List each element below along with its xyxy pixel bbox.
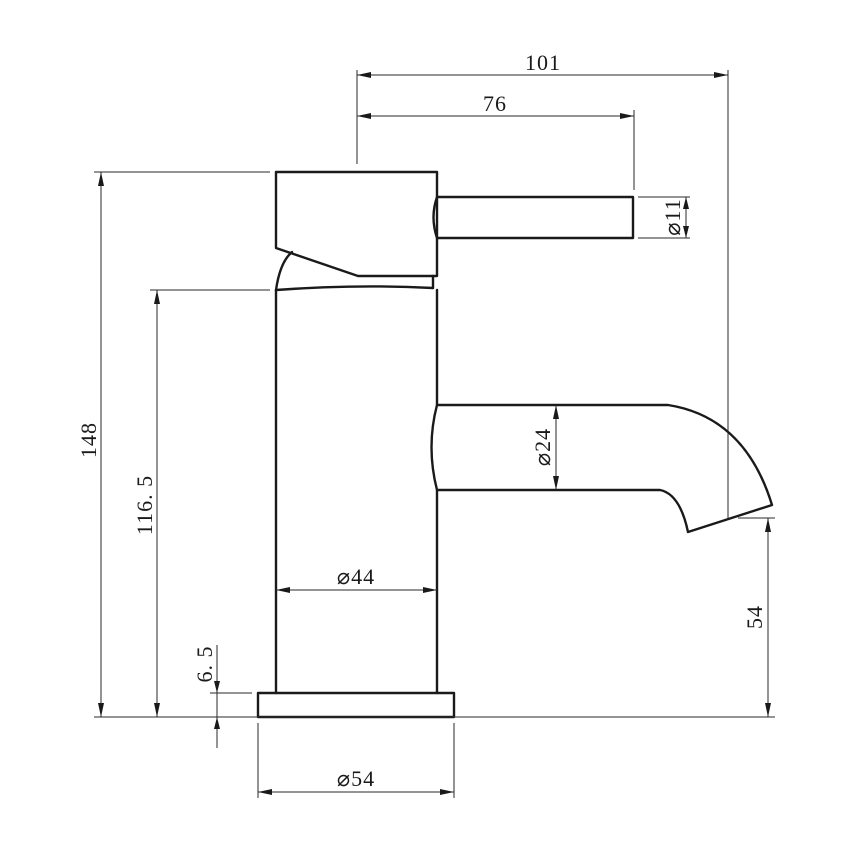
handle-lever — [432, 195, 635, 240]
spout — [430, 403, 774, 534]
label-body-height: 116. 5 — [132, 475, 157, 535]
body-cylinder — [274, 288, 439, 695]
label-spout-height: 54 — [742, 605, 767, 629]
collar — [274, 250, 435, 292]
dimension-labels: 101 76 ⌀11 148 116. 5 6. 5 ⌀24 ⌀44 54 ⌀5… — [76, 50, 767, 791]
label-overall-reach: 101 — [525, 50, 561, 75]
body-top-edge — [274, 285, 435, 292]
label-base-thickness: 6. 5 — [192, 646, 217, 683]
extension-lines — [94, 70, 775, 798]
label-body-diameter: ⌀44 — [337, 564, 375, 589]
label-handle-diameter: ⌀11 — [660, 198, 685, 235]
label-handle-reach: 76 — [483, 91, 507, 116]
handle-block — [274, 170, 439, 278]
label-overall-height: 148 — [76, 422, 101, 458]
dimension-lines — [98, 72, 771, 795]
label-spout-diameter: ⌀24 — [530, 428, 555, 466]
tap-outline — [256, 170, 774, 719]
base-plate — [256, 691, 456, 719]
label-base-diameter: ⌀54 — [337, 766, 375, 791]
